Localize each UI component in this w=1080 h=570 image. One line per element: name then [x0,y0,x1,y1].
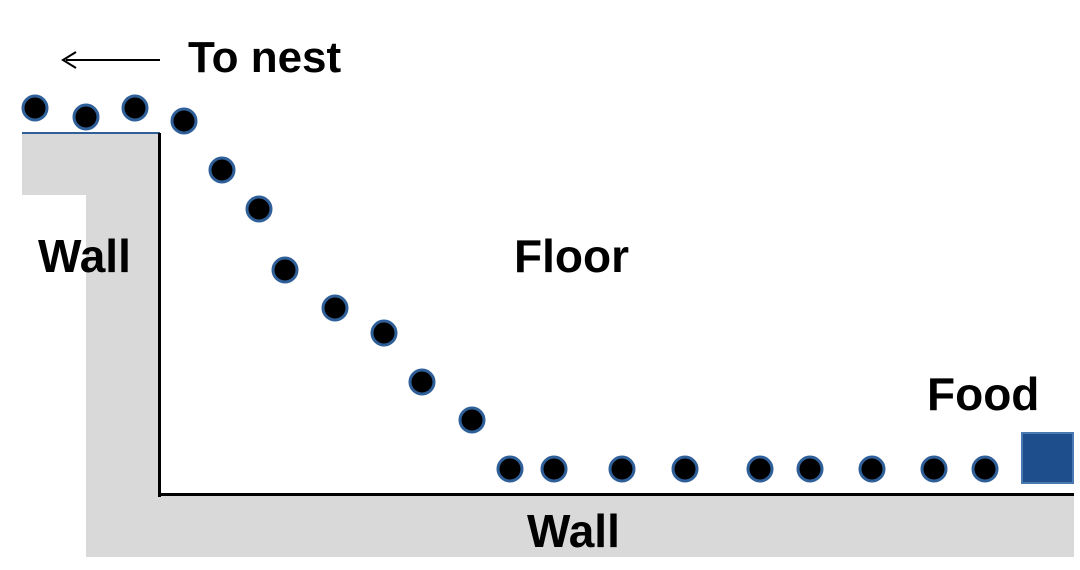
ant-dot [245,195,273,223]
left-arrow-icon [61,51,160,69]
ant-dot [271,256,299,284]
food-label: Food [927,368,1040,420]
ant-dot [608,455,636,483]
ant-dot [408,368,436,396]
ant-dot [920,455,948,483]
ant-dot [72,103,100,131]
ant-trail [21,94,999,483]
ant-dot [370,319,398,347]
ant-dot [858,455,886,483]
left-wall-column [86,133,160,518]
ant-dot [971,455,999,483]
ant-dot [21,94,49,122]
ant-dot [796,455,824,483]
ant-dot [746,455,774,483]
floor-boundary-line [158,493,1074,496]
nest-ledge-line [22,132,160,134]
ant-dot [671,455,699,483]
ant-dot [458,406,486,434]
ant-dot [321,294,349,322]
ant-dot [170,107,198,135]
food-square-icon [1021,432,1074,484]
to-nest-label: To nest [188,33,342,82]
ant-dot [496,455,524,483]
bottom-wall-label: Wall [527,505,620,557]
floor-label: Floor [514,230,629,282]
ant-dot [540,455,568,483]
left-wall-label: Wall [38,230,131,282]
bottom-wall-strip [86,495,1074,557]
ant-dot [121,94,149,122]
ant-dot [208,156,236,184]
left-wall-boundary-line [158,133,161,497]
